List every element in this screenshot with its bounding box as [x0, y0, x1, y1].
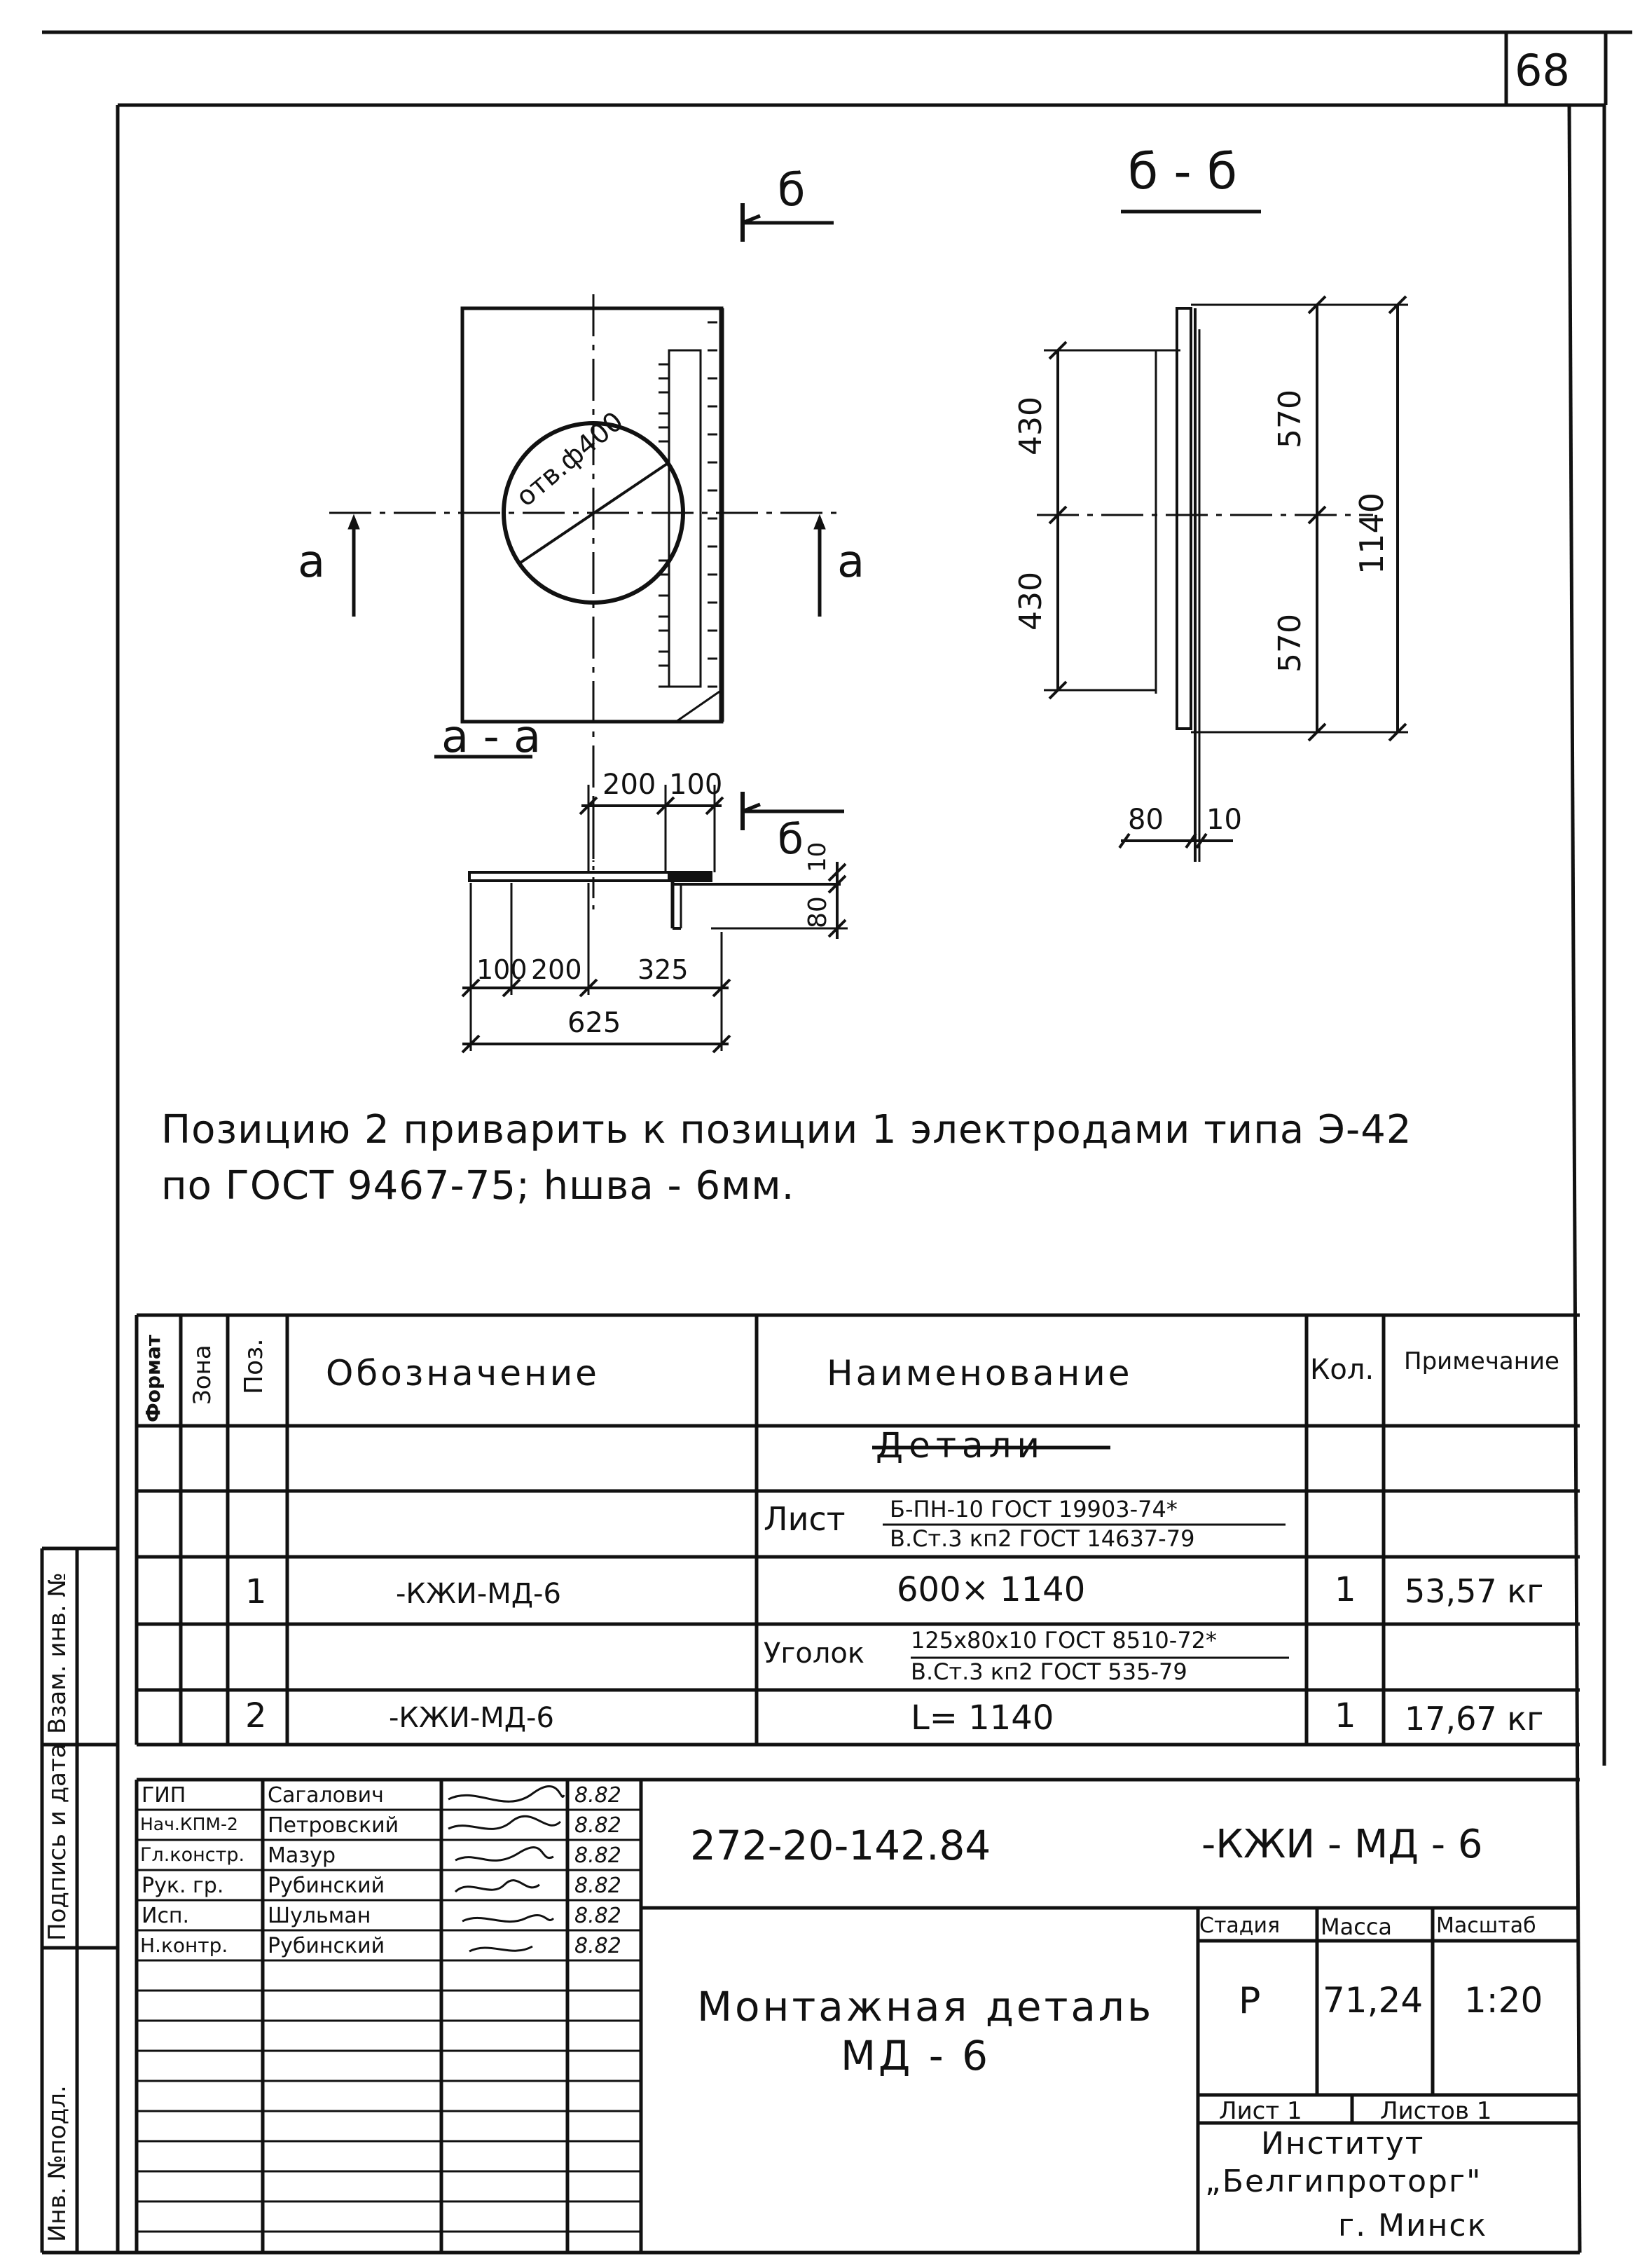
org-line-2: „Белгипроторг" [1205, 2164, 1482, 2199]
side-sign-date: Подпись и дата [43, 1743, 71, 1941]
sig-2-date: 8.82 [574, 1843, 621, 1868]
sig-3-role: Рук. гр. [142, 1874, 224, 1898]
header-pos: Поз. [240, 1338, 268, 1394]
org-line-3: г. Минск [1338, 2208, 1488, 2243]
side-inv-replace: Взам. инв. № [43, 1572, 71, 1734]
row-3-pos: 2 [245, 1696, 267, 1736]
header-designation: Обозначение [326, 1353, 600, 1394]
sig-1-name: Петровский [268, 1813, 399, 1838]
dim-80: 80 [1128, 804, 1164, 836]
dim-200: 200 [531, 954, 582, 985]
header-note: Примечание [1404, 1347, 1559, 1375]
header-qty: Кол. [1310, 1354, 1374, 1386]
dim-100-top: 100 [669, 769, 723, 801]
scale-value: 1:20 [1464, 1980, 1543, 2021]
stage-label: Стадия [1199, 1913, 1281, 1938]
cut-mark-label-lower: б [778, 815, 804, 864]
row-2-name-bottom: В.Ст.3 кп2 ГОСТ 535-79 [911, 1658, 1187, 1685]
sig-3-date: 8.82 [574, 1874, 621, 1898]
dim-10: 10 [1206, 804, 1242, 836]
title-line-1: Монтажная деталь [697, 1983, 1155, 2030]
sig-2-name: Мазур [268, 1843, 336, 1868]
scale-label: Масштаб [1436, 1913, 1536, 1938]
sig-5-date: 8.82 [574, 1934, 621, 1958]
row-0-name-bottom: В.Ст.3 кп2 ГОСТ 14637-79 [890, 1525, 1195, 1552]
org-line-1: Институт [1261, 2126, 1425, 2162]
title-line-2: МД - 6 [841, 2032, 991, 2080]
sig-3-name: Рубинский [268, 1874, 385, 1898]
dim-570-bottom: 570 [1272, 614, 1308, 673]
dim-570-top: 570 [1272, 390, 1308, 448]
sig-4-role: Исп. [142, 1904, 190, 1928]
row-1-note: 53,57 кг [1405, 1572, 1544, 1610]
sig-5-name: Рубинский [268, 1934, 385, 1958]
row-2-name-prefix: Уголок [764, 1637, 865, 1670]
sig-1-date: 8.82 [574, 1813, 621, 1838]
row-3-note: 17,67 кг [1405, 1700, 1544, 1738]
row-3-qty: 1 [1335, 1696, 1356, 1736]
sig-0-role: ГИП [142, 1783, 186, 1808]
side-inv-original: Инв. №подл. [43, 2085, 71, 2242]
stage-value: Р [1239, 1980, 1261, 2022]
row-3-designation: -КЖИ-МД-6 [389, 1702, 554, 1734]
row-3-name: L= 1140 [911, 1698, 1054, 1738]
row-2-name-top: 125х80х10 ГОСТ 8510-72* [911, 1627, 1218, 1654]
header-zone: Зона [188, 1345, 216, 1405]
row-1-pos: 1 [245, 1572, 267, 1611]
doc-number: 272-20-142.84 [690, 1822, 991, 1869]
sig-0-date: 8.82 [574, 1783, 621, 1808]
signature-scribbles [448, 1785, 565, 1953]
sig-5-role: Н.контр. [140, 1934, 228, 1957]
row-1-qty: 1 [1335, 1570, 1356, 1609]
sig-2-role: Гл.констр. [140, 1844, 245, 1866]
spec-section-details: Детали [876, 1425, 1046, 1466]
header-name: Наименование [827, 1353, 1133, 1394]
sheet-label: Лист 1 [1219, 2097, 1302, 2125]
note-line-1: Позицию 2 приварить к позиции 1 электрод… [161, 1107, 1412, 1153]
cut-mark-label: б [778, 165, 806, 217]
row-1-designation: -КЖИ-МД-6 [396, 1578, 561, 1610]
mass-label: Масса [1321, 1913, 1393, 1940]
section-a-left-label: а [298, 536, 326, 588]
sheet-number: 68 [1515, 45, 1570, 96]
header-format: Формат [142, 1334, 165, 1422]
dim-325: 325 [638, 954, 689, 985]
dim-10-right: 10 [804, 841, 832, 872]
dim-100: 100 [476, 954, 528, 985]
sig-1-role: Нач.КПМ-2 [140, 1814, 238, 1834]
section-aa-title: а - а [441, 711, 542, 763]
doc-code: -КЖИ - МД - 6 [1201, 1822, 1483, 1867]
note-line-2: по ГОСТ 9467-75; hшва - 6мм. [161, 1163, 795, 1209]
dim-430-bottom: 430 [1013, 572, 1049, 631]
sig-4-date: 8.82 [574, 1904, 621, 1928]
section-a-right-label: а [837, 536, 865, 588]
dim-80-right: 80 [804, 896, 832, 928]
dim-625: 625 [567, 1007, 621, 1039]
row-1-name: 600× 1140 [897, 1570, 1086, 1609]
dim-1140: 1140 [1353, 492, 1391, 575]
sig-4-name: Шульман [268, 1904, 371, 1928]
mass-value: 71,24 [1323, 1980, 1424, 2021]
dim-200-top: 200 [602, 769, 656, 801]
dim-430-top: 430 [1013, 397, 1049, 455]
sheets-label: Листов 1 [1380, 2097, 1492, 2125]
row-0-name-top: Б-ПН-10 ГОСТ 19903-74* [890, 1496, 1178, 1523]
row-0-name-prefix: Лист [764, 1500, 846, 1538]
sig-0-name: Сагалович [268, 1783, 384, 1808]
section-bb-title: б - б [1128, 143, 1238, 200]
